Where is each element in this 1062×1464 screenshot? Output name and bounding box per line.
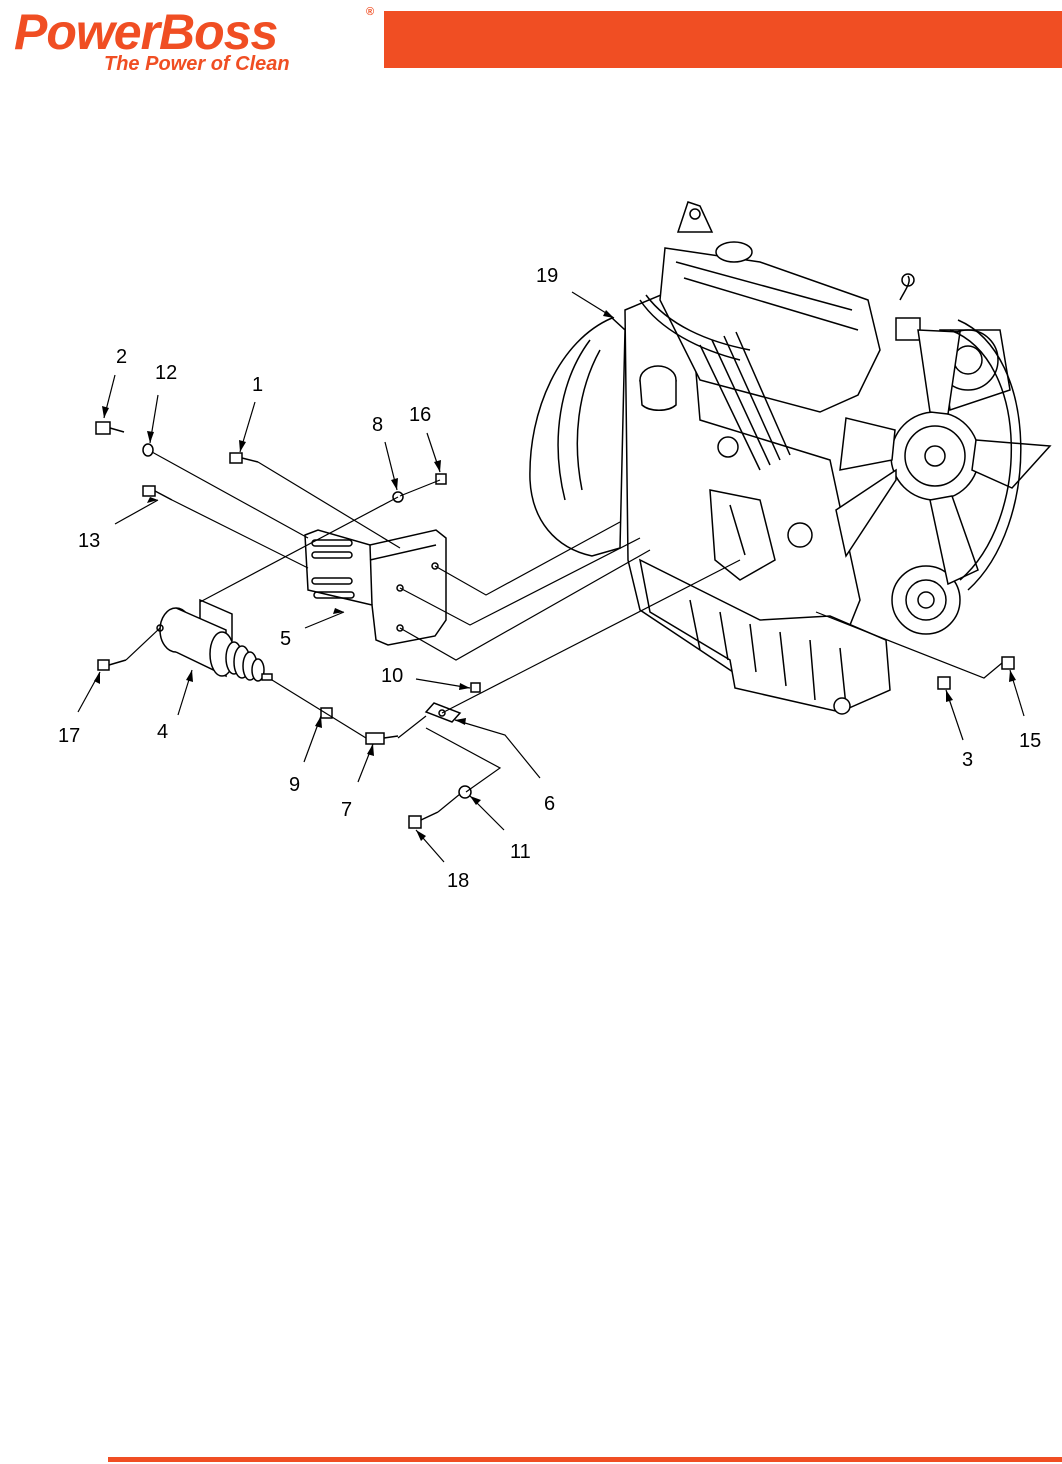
part-nut-16 bbox=[435, 473, 447, 485]
engine-assembly bbox=[529, 201, 1052, 715]
footer-rule bbox=[108, 1457, 1062, 1462]
brand-name: PowerBoss bbox=[14, 4, 278, 60]
callout-2: 2 bbox=[116, 346, 127, 368]
part-nut-3 bbox=[937, 676, 951, 690]
callout-7: 7 bbox=[341, 799, 352, 821]
callout-10: 10 bbox=[381, 665, 403, 687]
brand-logo: PowerBoss ® The Power of Clean bbox=[14, 4, 384, 76]
callout-15: 15 bbox=[1019, 730, 1041, 752]
callout-3: 3 bbox=[962, 749, 973, 771]
part-nut-15 bbox=[1001, 656, 1015, 670]
part-spacer-11 bbox=[458, 785, 472, 799]
callout-6: 6 bbox=[544, 793, 555, 815]
part-bolt-1 bbox=[229, 452, 259, 464]
callout-17: 17 bbox=[58, 725, 80, 747]
part-bracket-5 bbox=[304, 529, 447, 646]
part-bolt-13 bbox=[142, 485, 173, 501]
part-nut-10 bbox=[470, 682, 481, 693]
callout-1: 1 bbox=[252, 374, 263, 396]
callout-labels: 2 12 1 8 16 13 5 19 10 6 4 17 9 7 11 18 … bbox=[58, 265, 1041, 892]
part-bolt-2 bbox=[95, 421, 125, 435]
part-bolt-17 bbox=[97, 659, 127, 671]
part-solenoid-4 bbox=[156, 598, 273, 682]
header-bar bbox=[384, 11, 1062, 68]
registered-mark: ® bbox=[366, 6, 375, 18]
part-washer-12 bbox=[142, 443, 154, 457]
callout-13: 13 bbox=[78, 530, 100, 552]
callout-19: 19 bbox=[536, 265, 558, 287]
callout-11: 11 bbox=[510, 841, 531, 863]
callout-16: 16 bbox=[409, 404, 431, 426]
callout-8: 8 bbox=[372, 414, 383, 436]
callout-12: 12 bbox=[155, 362, 177, 384]
part-bolt-18 bbox=[408, 811, 439, 829]
callout-4: 4 bbox=[157, 721, 168, 743]
arrowheads bbox=[94, 310, 1016, 841]
brand-tagline: The Power of Clean bbox=[104, 53, 290, 75]
callout-5: 5 bbox=[280, 628, 291, 650]
assembly-lines bbox=[125, 451, 1003, 813]
callout-18: 18 bbox=[447, 870, 469, 892]
part-clevis-7 bbox=[365, 732, 399, 745]
callout-9: 9 bbox=[289, 774, 300, 796]
leader-lines bbox=[77, 291, 1025, 863]
